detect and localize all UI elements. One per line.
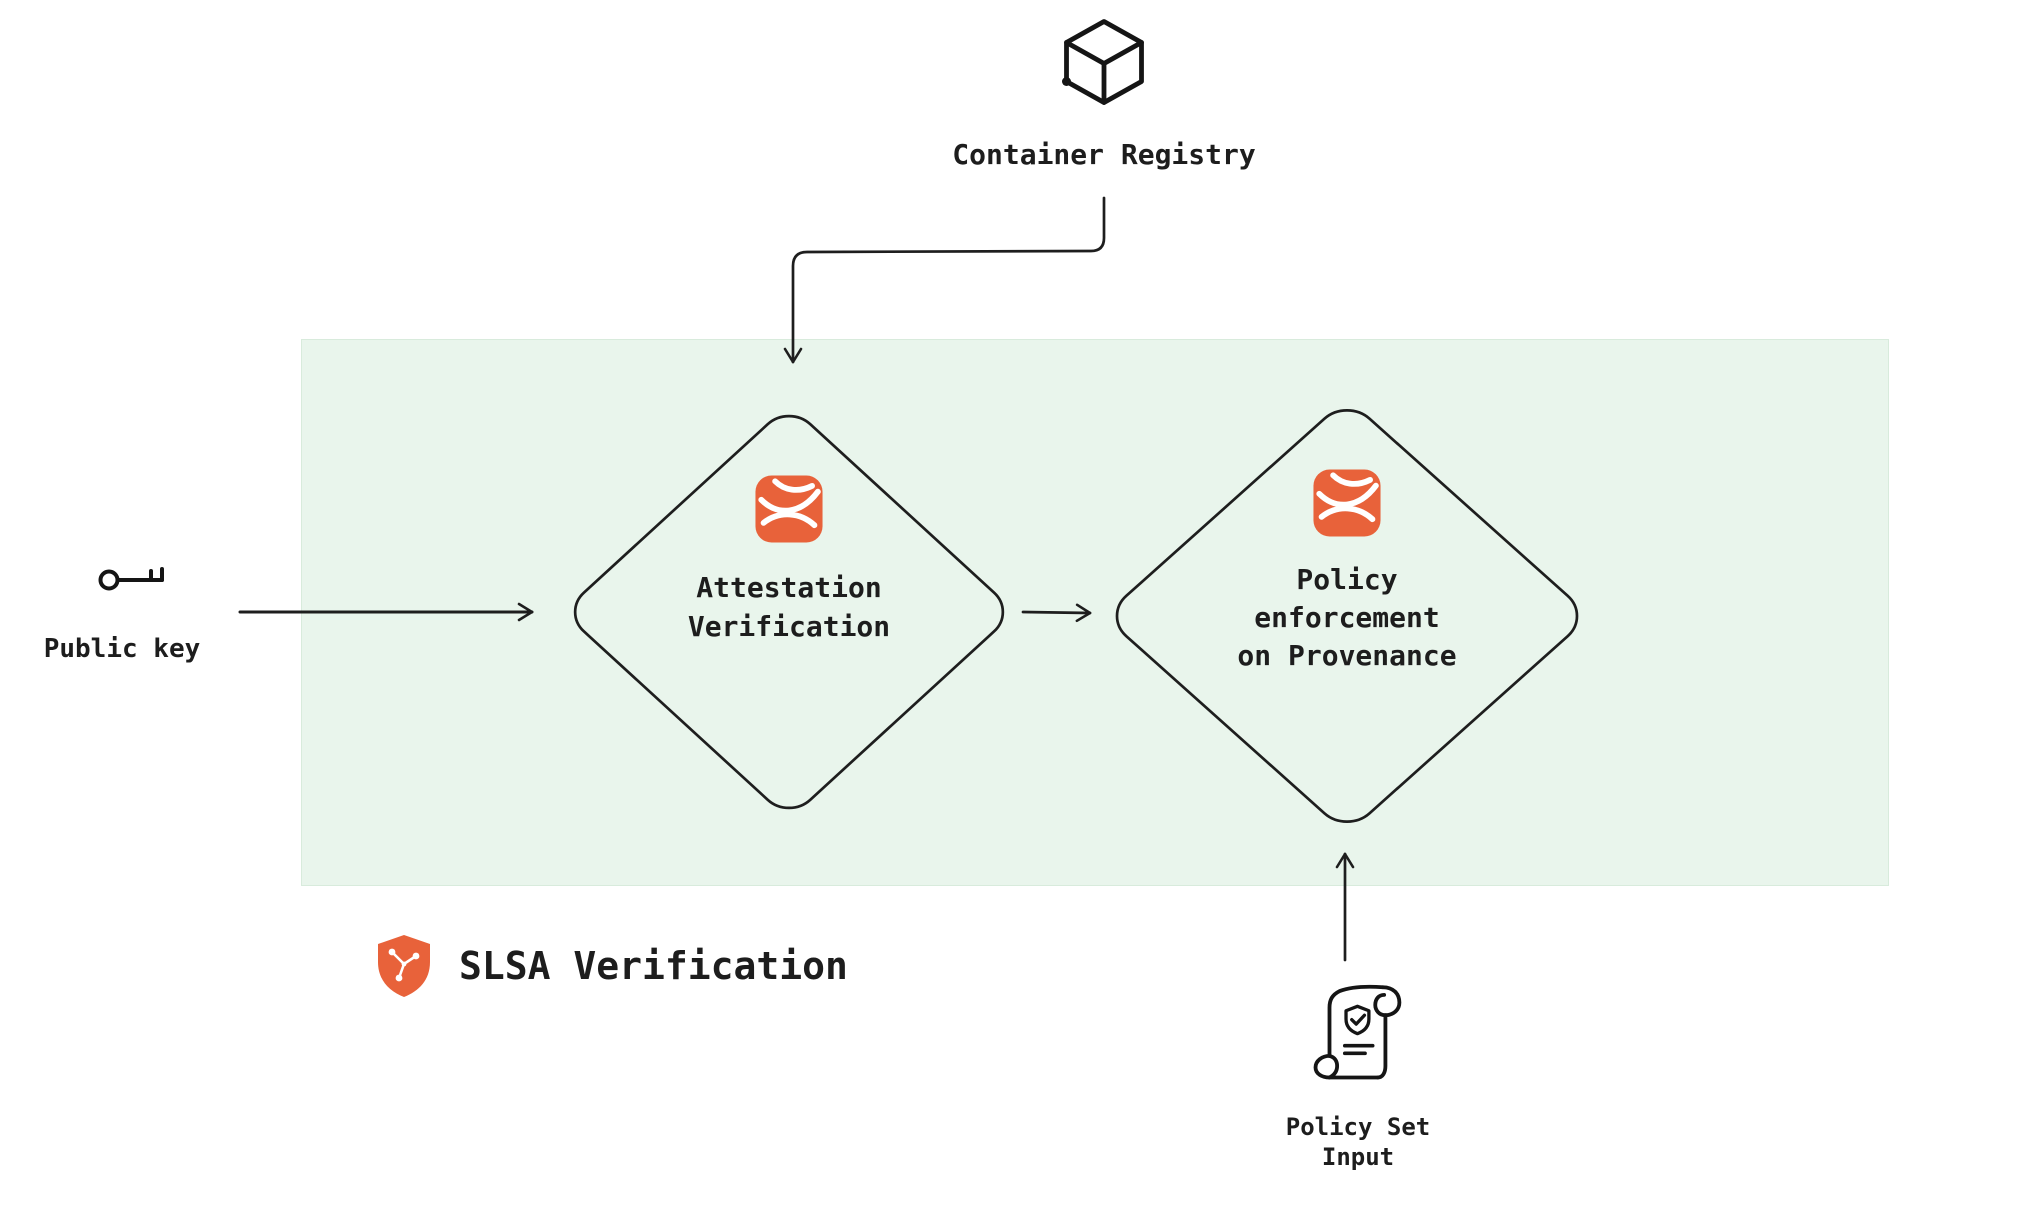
arrow-registry-to-attestation xyxy=(783,196,1106,364)
public-key-label: Public key xyxy=(43,634,201,664)
slsa-verification-label: SLSA Verification xyxy=(459,944,848,988)
policy-enforcement-label: Policy enforcement on Provenance xyxy=(1237,563,1457,672)
attestation-verification-label: Attestation Verification xyxy=(687,571,891,643)
key-icon xyxy=(96,556,170,598)
slsa-verification-boundary-box xyxy=(301,339,1889,886)
slsa-shield-icon xyxy=(372,932,436,1000)
scroll-icon xyxy=(1298,972,1422,1094)
attestation-badge-icon xyxy=(1310,466,1384,540)
container-registry-label: Container Registry xyxy=(952,138,1256,171)
cube-icon xyxy=(1056,14,1152,110)
attestation-badge-icon xyxy=(752,472,826,546)
policy-set-input-label: Policy Set Input xyxy=(1285,1113,1431,1171)
